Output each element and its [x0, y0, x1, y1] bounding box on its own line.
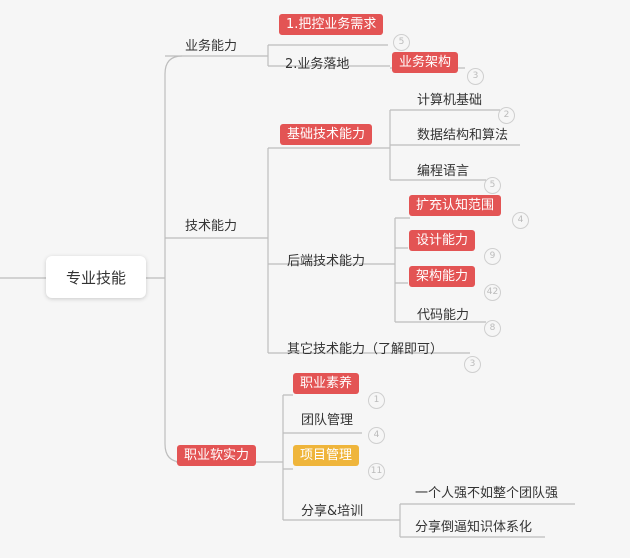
professionalism-node[interactable]: 职业素养 [293, 373, 360, 394]
computer-basics-node[interactable]: 计算机基础 [417, 93, 483, 108]
team-strength-node[interactable]: 一个人强不如整个团队强 [415, 486, 559, 501]
architecture-ability-node[interactable]: 架构能力 [409, 266, 476, 287]
count-badge: 4 [512, 212, 529, 229]
coding-ability-node[interactable]: 代码能力 [417, 308, 470, 323]
count-badge: 5 [484, 177, 501, 194]
business-requirements-node[interactable]: 1.把控业务需求 [279, 14, 384, 35]
expand-cognition-node[interactable]: 扩充认知范围 [409, 195, 502, 216]
count-badge: 9 [484, 248, 501, 265]
count-badge: 8 [484, 320, 501, 337]
business-node[interactable]: 业务能力 [185, 39, 238, 54]
count-badge: 3 [467, 68, 484, 85]
count-badge: 4 [368, 427, 385, 444]
business-landing-node[interactable]: 2.业务落地 [285, 57, 350, 72]
count-badge: 2 [498, 107, 515, 124]
root-node[interactable]: 专业技能 [46, 256, 146, 298]
other-tech-node[interactable]: 其它技术能力（了解即可） [287, 342, 444, 357]
count-badge: 1 [368, 392, 385, 409]
soft-skills-node[interactable]: 职业软实力 [177, 445, 257, 466]
tech-node[interactable]: 技术能力 [185, 219, 238, 234]
backend-tech-node[interactable]: 后端技术能力 [287, 254, 366, 269]
count-badge: 11 [368, 463, 385, 480]
data-structures-node[interactable]: 数据结构和算法 [417, 128, 509, 143]
count-badge: 3 [464, 356, 481, 373]
team-management-node[interactable]: 团队管理 [301, 413, 354, 428]
project-management-node[interactable]: 项目管理 [293, 445, 360, 466]
design-ability-node[interactable]: 设计能力 [409, 230, 476, 251]
count-badge: 42 [484, 284, 501, 301]
business-architecture-node[interactable]: 业务架构 [392, 52, 459, 73]
knowledge-system-node[interactable]: 分享倒逼知识体系化 [415, 520, 533, 535]
programming-language-node[interactable]: 编程语言 [417, 164, 470, 179]
basic-tech-node[interactable]: 基础技术能力 [280, 124, 373, 145]
sharing-training-node[interactable]: 分享&培训 [301, 504, 364, 519]
count-badge: 5 [393, 34, 410, 51]
